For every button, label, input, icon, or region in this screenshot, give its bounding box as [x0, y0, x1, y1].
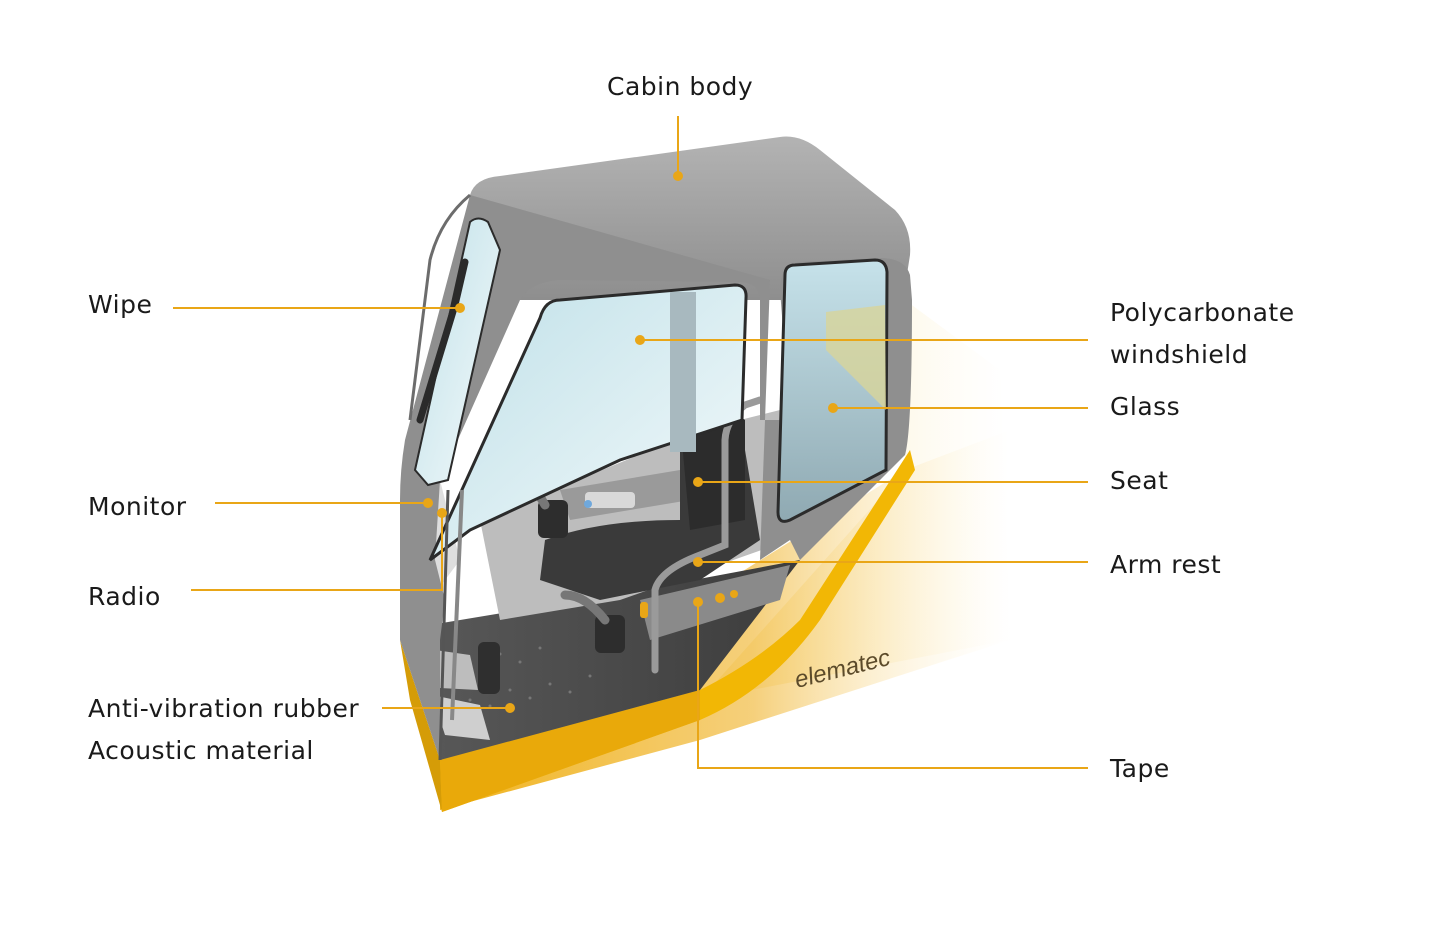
label-wipe: Wipe	[88, 290, 153, 319]
windows	[413, 217, 889, 761]
label-anti-vibration-acoustic: Anti-vibration rubber Acoustic material	[88, 694, 360, 765]
leader-tape	[697, 602, 1088, 769]
dot-monitor	[423, 498, 433, 508]
dot-arm-rest	[693, 557, 703, 567]
dot-polycarbonate-windshield	[635, 335, 645, 345]
label-tape: Tape	[1110, 754, 1170, 783]
label-arm-rest: Arm rest	[1110, 550, 1222, 579]
leader-radio	[191, 513, 443, 591]
label-polycarbonate-windshield: Polycarbonate windshield	[1110, 298, 1295, 369]
tape-base	[400, 450, 915, 812]
dot-tape	[693, 597, 703, 607]
dot-anti-vibration	[505, 703, 515, 713]
label-radio: Radio	[88, 582, 161, 611]
label-cabin-body: Cabin body	[607, 72, 754, 101]
label-glass: Glass	[1110, 392, 1181, 421]
dot-wipe	[455, 303, 465, 313]
dot-cabin-body	[673, 171, 683, 181]
dot-seat	[693, 477, 703, 487]
callout-dots	[423, 171, 838, 713]
callout-leaders	[173, 116, 1088, 769]
label-seat: Seat	[1110, 466, 1169, 495]
label-monitor: Monitor	[88, 492, 187, 521]
dot-radio	[437, 508, 447, 518]
polycarbonate-windshield-pane	[428, 283, 748, 562]
dot-glass	[828, 403, 838, 413]
